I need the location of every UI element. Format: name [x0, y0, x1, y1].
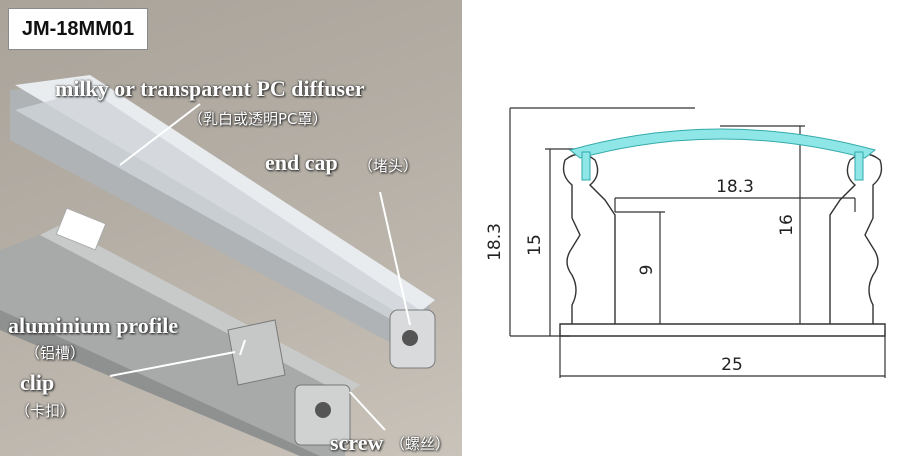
product-photo: JM-18MM01 milky or transparent PC diffus…: [0, 0, 462, 456]
inner-width-dim: 18.3: [716, 177, 754, 197]
model-number-badge: JM-18MM01: [8, 8, 148, 50]
end-cap-label: end cap: [265, 150, 338, 175]
channel-height-dim: 9: [637, 265, 657, 276]
clip-label: clip: [20, 370, 55, 395]
inner-height-dim: 16: [777, 214, 797, 236]
clip-label-zh: （卡扣）: [15, 402, 76, 420]
screw-label: screw: [330, 430, 384, 455]
cross-section-drawing: 18.3 15 16 9 18.3 25: [470, 0, 918, 456]
screw-label-zh: （螺丝）: [390, 435, 451, 453]
profile-height-dim: 15: [525, 234, 545, 256]
aluminium-profile-label: aluminium profile: [8, 313, 179, 338]
base-width-dim: 25: [721, 355, 743, 375]
diffuser-label-zh: （乳白或透明PC罩）: [188, 110, 328, 128]
total-height-dim: 18.3: [485, 223, 505, 261]
product-illustration: [0, 75, 436, 456]
end-cap-label-zh: （堵头）: [358, 157, 419, 175]
aluminium-profile-label-zh: （铝槽）: [25, 344, 86, 362]
diffuser-label: milky or transparent PC diffuser: [55, 76, 365, 101]
